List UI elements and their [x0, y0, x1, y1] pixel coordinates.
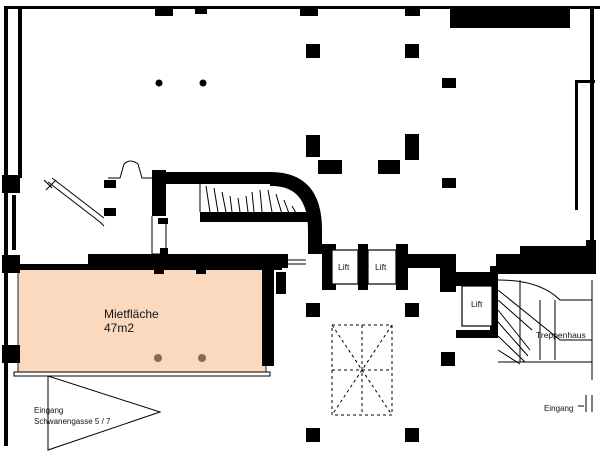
entrance-left-address: Schwanengasse 5 / 7	[34, 417, 111, 426]
rental-area-title: Mietfläche	[104, 307, 159, 321]
interior-walls	[12, 170, 596, 366]
line-work	[13, 160, 593, 451]
columns	[155, 44, 456, 442]
lift-middle-label: Lift	[375, 262, 387, 272]
lift-left-label: Lift	[338, 262, 350, 272]
rental-area[interactable]	[17, 267, 267, 373]
entrance-right-label: Eingang	[544, 404, 573, 413]
lift-left-car	[331, 249, 359, 285]
lift-right-label: Lift	[471, 299, 483, 309]
rental-area-size: 47m2	[104, 321, 134, 335]
entrance-left-label: Eingang	[34, 406, 63, 415]
rental-column-dot-1	[154, 354, 162, 362]
lift-middle-car	[367, 249, 397, 285]
stairwell-label: Treppenhaus	[536, 330, 586, 340]
rental-column-dot-2	[198, 354, 206, 362]
lift-right-car	[461, 285, 493, 327]
outer-walls	[2, 6, 600, 446]
